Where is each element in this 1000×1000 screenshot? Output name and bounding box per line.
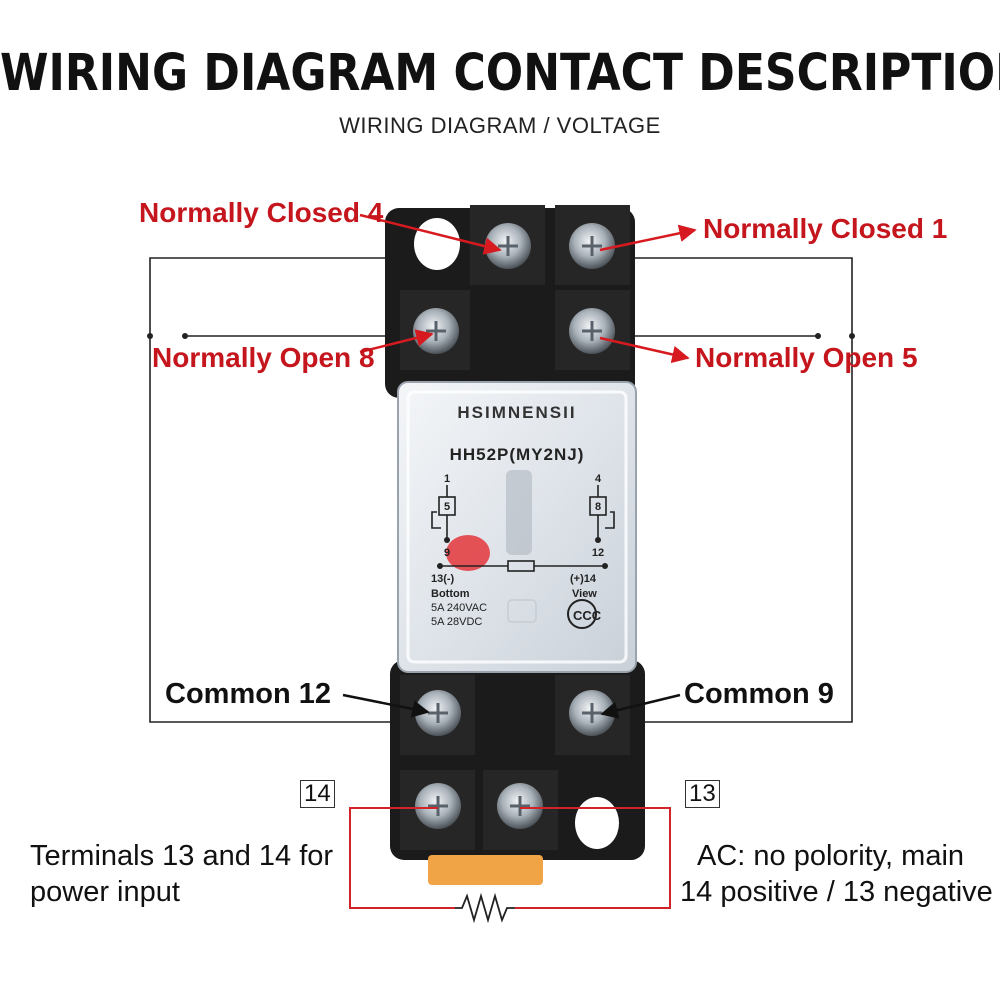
label-common-12: Common 12 [165, 678, 331, 710]
label-common-9: Common 9 [684, 678, 834, 710]
pin-label: 5 [444, 501, 450, 513]
page-title: WIRING DIAGRAM CONTACT DESCRIPTION [0, 44, 1000, 103]
label-normally-open-5: Normally Open 5 [695, 342, 918, 373]
junction-dot [147, 333, 153, 339]
note-right-line1: AC: no polority, main [697, 840, 965, 872]
note-left-line2: power input [30, 876, 180, 908]
junction-dot [182, 333, 188, 339]
relay-module: CCC HSIMNENSII HH52P(MY2NJ) 1 5 9 4 8 12… [397, 381, 637, 673]
bottom-label: Bottom [431, 588, 470, 600]
label-normally-closed-1: Normally Closed 1 [703, 213, 948, 244]
pin-label: 1 [444, 473, 450, 485]
pin-label: 4 [595, 473, 602, 485]
relay-brand: HSIMNENSII [457, 403, 576, 422]
view-label: View [572, 588, 597, 600]
note-right-line2: 14 positive / 13 negative [680, 876, 993, 908]
terminal-13-tag: 13 [685, 780, 720, 808]
pin-label: 9 [444, 547, 450, 559]
rating-dc: 5A 28VDC [431, 616, 482, 628]
junction-dot [849, 333, 855, 339]
pin-label: 8 [595, 501, 601, 513]
coil-plus-label: (+)14 [570, 573, 597, 585]
power-wire [349, 807, 671, 909]
terminal-14-tag: 14 [300, 780, 335, 808]
svg-text:CCC: CCC [573, 608, 602, 623]
resistor-icon [455, 892, 515, 924]
page-subtitle: WIRING DIAGRAM / VOLTAGE [339, 113, 661, 138]
label-arrows [342, 213, 697, 719]
label-normally-closed-4: Normally Closed 4 [139, 197, 384, 228]
coil-minus-label: 13(-) [431, 573, 455, 585]
note-left-line1: Terminals 13 and 14 for [30, 840, 334, 872]
rating-ac: 5A 240VAC [431, 602, 487, 614]
label-normally-open-8: Normally Open 8 [152, 342, 375, 373]
junction-dot [815, 333, 821, 339]
pin-label: 12 [592, 547, 604, 559]
relay-model: HH52P(MY2NJ) [450, 445, 585, 464]
